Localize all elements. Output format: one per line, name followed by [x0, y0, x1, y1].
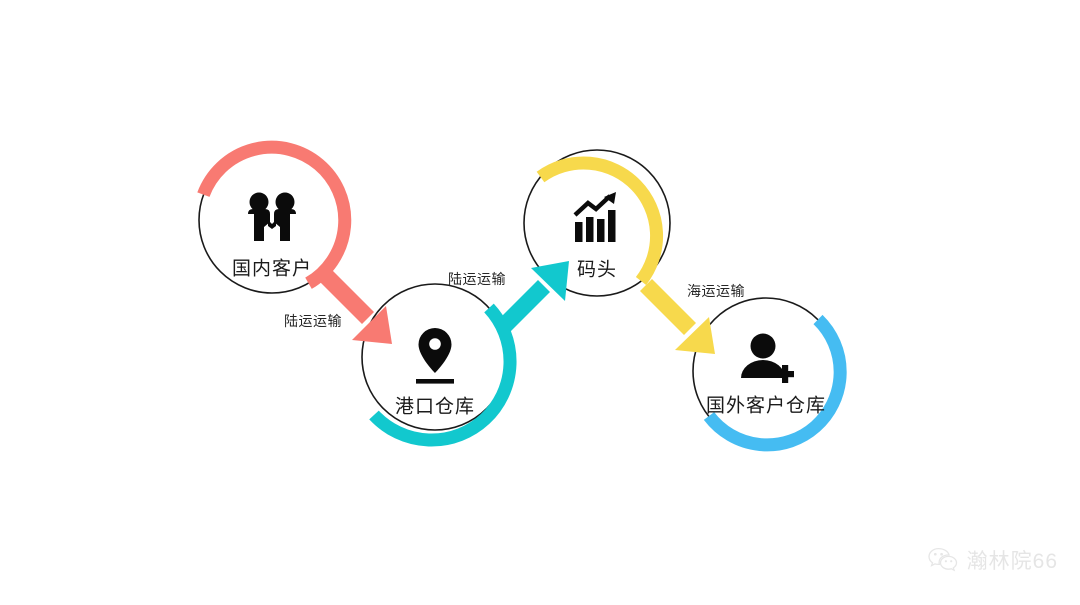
arrow-head-edge-3	[675, 317, 715, 354]
edge-label-edge-1: 陆运运输	[284, 313, 342, 329]
arrow-shaft-edge-1	[315, 265, 375, 325]
wechat-icon	[927, 547, 957, 572]
arrow-shaft-edge-3	[639, 278, 697, 336]
node-label-domestic-customer: 国内客户	[231, 258, 313, 280]
watermark: 瀚林院66	[927, 545, 1058, 575]
add-user-icon	[741, 333, 794, 383]
edge-label-edge-3: 海运运输	[687, 283, 745, 299]
node-circles	[197, 140, 847, 452]
watermark-text: 瀚林院66	[966, 550, 1058, 573]
arrow-head-edge-2	[531, 261, 569, 301]
arrow-head-edge-1	[352, 306, 392, 344]
node-arc-domestic-customer	[197, 140, 352, 289]
node-label-port-warehouse: 港口仓库	[394, 396, 476, 418]
arrow-shaft-edge-2	[493, 279, 551, 337]
edge-label-edge-2: 陆运运输	[448, 271, 506, 287]
node-label-overseas-customer-warehouse: 国外客户仓库	[705, 395, 827, 417]
flow-arrows	[315, 261, 715, 354]
node-arc-port-warehouse	[369, 303, 517, 447]
map-pin-location-icon	[416, 328, 454, 384]
node-arc-overseas-customer-warehouse	[703, 314, 847, 452]
handshake-people-icon	[248, 192, 296, 241]
node-arc-wharf	[536, 156, 664, 286]
node-label-wharf: 码头	[576, 259, 618, 281]
bar-chart-growth-icon	[573, 192, 616, 242]
node-icons	[248, 192, 794, 384]
